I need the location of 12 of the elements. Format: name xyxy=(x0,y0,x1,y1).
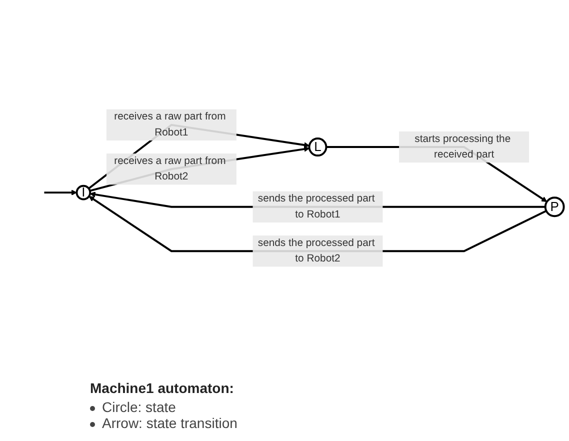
edge-label: sends the processed part to Robot1 xyxy=(258,193,375,220)
legend-heading: Machine1 automaton: xyxy=(90,380,235,396)
edge-label: starts processing the received part xyxy=(414,133,511,160)
node-circle: L xyxy=(308,138,328,156)
legend-item: Circle: state xyxy=(102,399,176,415)
node-circle: P xyxy=(544,196,565,218)
edge-label: sends the processed part to Robot2 xyxy=(258,237,375,264)
legend-item: Arrow: state transition xyxy=(102,415,238,431)
edge-label: receives a raw part from Robot2 xyxy=(114,155,226,182)
node-circle: I xyxy=(76,184,92,200)
arrow xyxy=(44,190,77,196)
edge-label: receives a raw part from Robot1 xyxy=(114,111,226,138)
